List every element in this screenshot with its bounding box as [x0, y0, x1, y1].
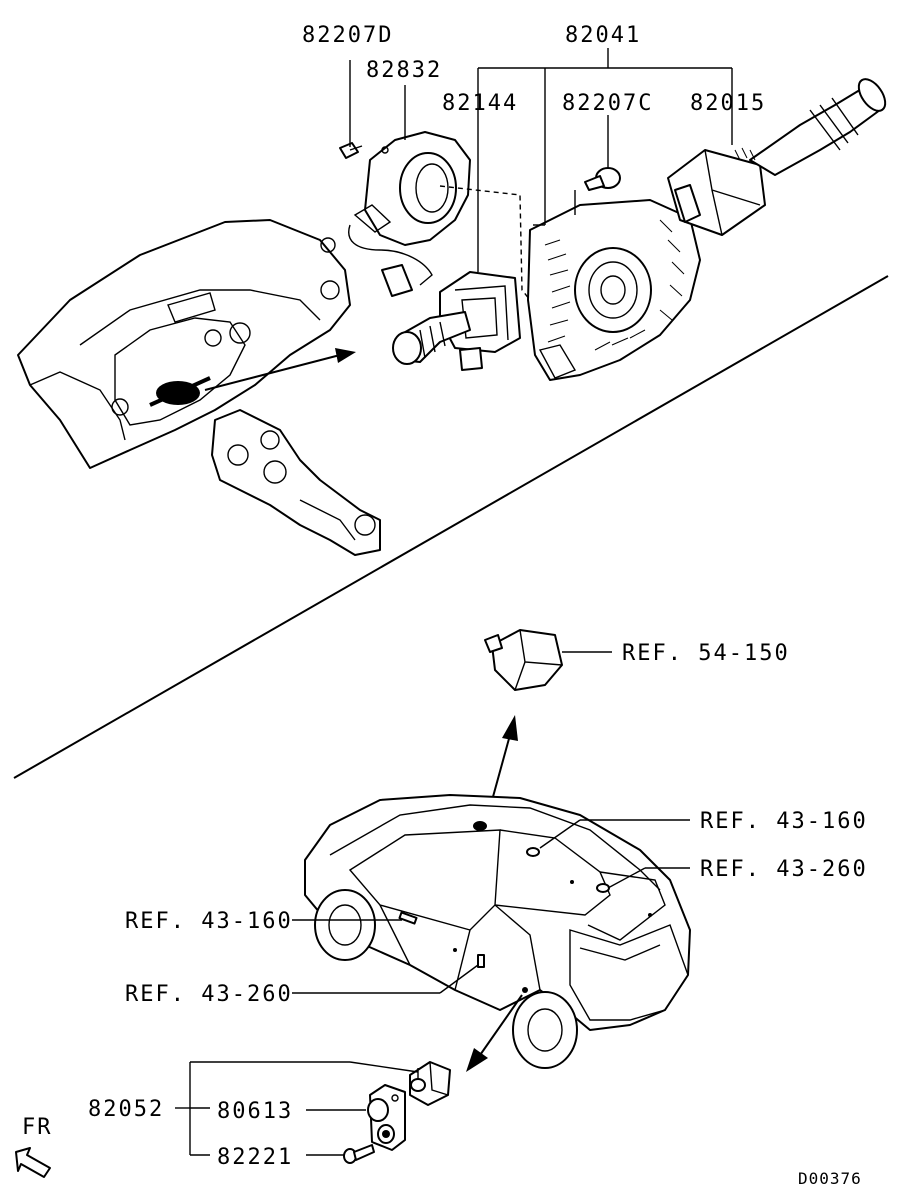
part-label-80613: 80613 [217, 1099, 293, 1124]
ref-label-43-260-left: REF. 43-260 [125, 982, 293, 1007]
column-switch-82041 [439, 68, 701, 381]
screw-82221 [343, 1144, 375, 1164]
ref-54-150-component [484, 629, 612, 691]
clock-spring-82832 [348, 85, 471, 297]
part-label-82207C: 82207C [562, 91, 653, 116]
ref-label-54-150: REF. 54-150 [622, 641, 790, 666]
arrow-to-door-switch [466, 1048, 488, 1072]
arrow-to-ref-54-150 [502, 715, 518, 741]
part-label-82144: 82144 [442, 91, 518, 116]
screw-82207C [574, 115, 621, 215]
door-switch-82052 [409, 1061, 451, 1106]
bracket-80613 [367, 1084, 406, 1151]
ref-label-43-160-left: REF. 43-160 [125, 909, 293, 934]
part-label-82052: 82052 [88, 1097, 164, 1122]
ref-label-43-160-right: REF. 43-160 [700, 809, 868, 834]
screw-82207D [339, 60, 363, 159]
front-arrow-icon [15, 1147, 51, 1178]
arrow-to-assembly [335, 348, 356, 363]
switch-82015 [667, 68, 887, 236]
front-direction-indicator: FR [15, 1115, 53, 1178]
diagram-code: D00376 [798, 1169, 862, 1187]
front-label: FR [22, 1115, 53, 1140]
switch-82144 [392, 67, 732, 371]
part-label-82015: 82015 [690, 91, 766, 116]
dashboard-illustration [17, 219, 381, 556]
section-divider [13, 275, 889, 779]
switch-location-marker [149, 376, 211, 407]
part-label-82041: 82041 [565, 23, 641, 48]
part-label-82221: 82221 [217, 1145, 293, 1170]
part-label-82832: 82832 [366, 58, 442, 83]
ref-label-43-260-right: REF. 43-260 [700, 857, 868, 882]
vehicle-illustration [304, 794, 691, 1069]
part-label-82207D: 82207D [302, 23, 393, 48]
